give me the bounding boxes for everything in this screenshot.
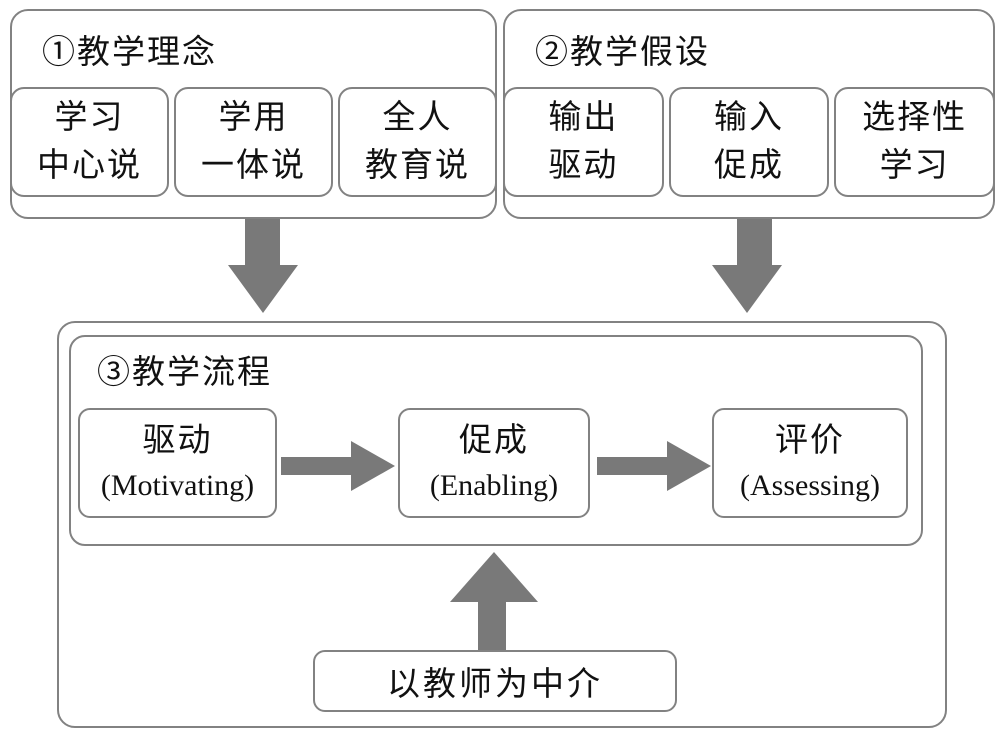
- arrow-stem: [597, 457, 669, 475]
- arrow-head: [667, 441, 711, 491]
- arrow-head: [351, 441, 395, 491]
- step-label-en: (Assessing): [740, 469, 880, 502]
- item-label-line1: 输入: [714, 100, 784, 136]
- item-label-line2: 一体说: [201, 148, 306, 184]
- outer-process-container: ③教学流程 驱动 (Motivating) 促成 (Enabling) 评价: [57, 321, 947, 728]
- item-label-line1: 全人: [382, 100, 453, 136]
- arrow-stem: [478, 600, 506, 650]
- hypothesis-item-input-enabled: 输入 促成: [668, 87, 830, 197]
- arrow-head: [450, 552, 538, 602]
- step-label-en: (Motivating): [100, 469, 255, 502]
- mediator-label: 以教师为中介: [387, 667, 603, 703]
- philosophy-item-whole-person-education: 全人 教育说: [338, 87, 497, 197]
- process-title: ③教学流程: [97, 355, 272, 391]
- step-label-en: (Enabling): [429, 469, 559, 502]
- hypothesis-item-selective-learning: 选择性 学习: [834, 87, 996, 197]
- process-step-motivating: 驱动 (Motivating): [78, 408, 277, 518]
- item-label-line2: 驱动: [548, 148, 619, 184]
- group-teaching-hypothesis: ②教学假设 输出 驱动 输入 促成 选择性 学习: [503, 9, 996, 219]
- step-label-zh: 评价: [775, 423, 845, 459]
- hypothesis-item-output-driven: 输出 驱动: [503, 87, 664, 197]
- mediator-box: 以教师为中介: [313, 650, 677, 712]
- item-label-line2: 教育说: [365, 148, 470, 184]
- arrow-head: [712, 265, 782, 313]
- arrow-stem: [281, 457, 353, 475]
- philosophy-item-learning-centered: 学习 中心说: [10, 87, 169, 197]
- hypothesis-items-row: 输出 驱动 输入 促成 选择性 学习: [503, 87, 996, 197]
- item-label-line2: 中心说: [37, 148, 142, 184]
- step-label-zh: 驱动: [142, 423, 213, 459]
- item-label-line1: 学用: [218, 100, 289, 136]
- item-label-line1: 学习: [54, 100, 125, 136]
- arrow-stem: [245, 219, 280, 267]
- philosophy-item-learning-using-integrated: 学用 一体说: [174, 87, 333, 197]
- step-label-zh: 促成: [459, 423, 529, 459]
- arrow-head: [228, 265, 298, 313]
- item-label-line2: 促成: [714, 148, 784, 184]
- process-step-assessing: 评价 (Assessing): [712, 408, 908, 518]
- item-label-line1: 选择性: [862, 100, 968, 136]
- hypothesis-title: ②教学假设: [535, 35, 710, 71]
- philosophy-items-row: 学习 中心说 学用 一体说 全人 教育说: [10, 87, 497, 197]
- group-teaching-process: ③教学流程 驱动 (Motivating) 促成 (Enabling) 评价: [69, 335, 923, 546]
- process-step-enabling: 促成 (Enabling): [398, 408, 590, 518]
- item-label-line2: 学习: [879, 148, 950, 184]
- item-label-line1: 输出: [548, 100, 619, 136]
- arrow-stem: [737, 219, 772, 267]
- philosophy-title: ①教学理念: [42, 35, 217, 71]
- group-teaching-philosophy: ①教学理念 学习 中心说 学用 一体说 全人 教育说: [10, 9, 497, 219]
